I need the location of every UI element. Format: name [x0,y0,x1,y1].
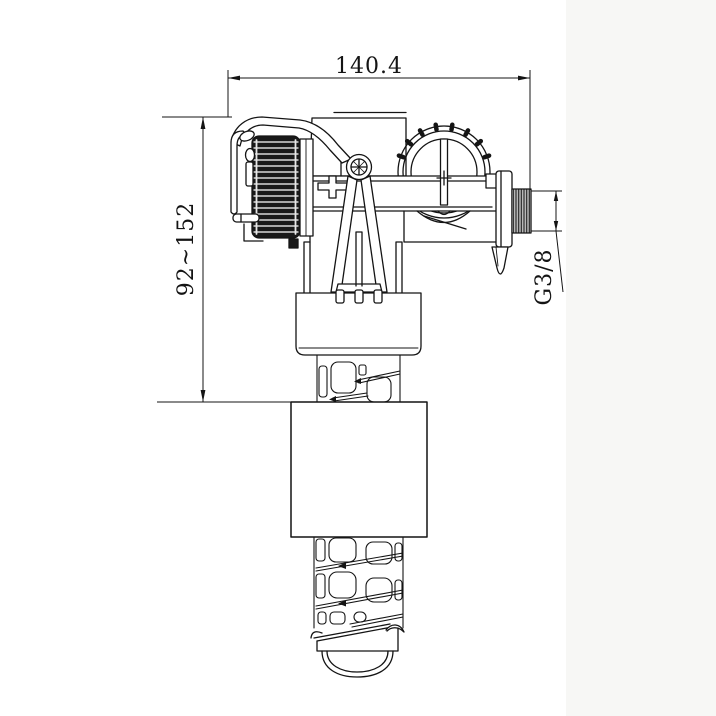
height-dimension-label: 92~152 [174,202,199,296]
width-dimension-label: 140.4 [335,54,403,79]
height-arrow-bottom [200,390,206,402]
wheel-rim-tabs [396,122,492,160]
height-dimension: 92~152 [157,116,291,403]
scan-shade-band [566,0,716,716]
wheel-spoke [416,138,471,230]
width-arrow-left [228,75,240,81]
telescopic-shaft-upper [316,354,401,403]
refill-nozzle [491,246,509,275]
thread-dimension: G3/8 [531,190,564,306]
left-linkage-parts [230,130,299,249]
width-arrow-right [518,75,530,81]
knob-backplate [299,138,314,237]
height-arrow-top [200,117,206,129]
bottom-dome-cap [321,650,394,678]
thread-dimension-label: G3/8 [532,249,557,306]
telescopic-shaft-lower [313,536,404,629]
thread-arrow-top [553,191,559,201]
clip-block [288,238,299,249]
width-dimension: 140.4 [227,54,531,190]
guide-rods [303,241,403,294]
dimension-annotations: 140.4 92~152 G3/8 [157,54,564,403]
float-cup-top [295,289,422,356]
lever-arm [230,116,352,164]
inlet-pipe [305,175,497,212]
bottom-sleeve [310,623,405,652]
inlet-thread [511,188,532,234]
thread-extension-ticks [531,190,562,232]
float-adjust-pin [232,213,260,223]
fill-valve-figure [230,111,532,678]
thread-leader-line [555,230,564,293]
pivot-screw [345,153,373,181]
float-body [290,401,428,538]
thread-arrow-bottom [553,221,559,231]
height-extension-lines [157,116,291,403]
adjustment-knob [251,135,314,239]
